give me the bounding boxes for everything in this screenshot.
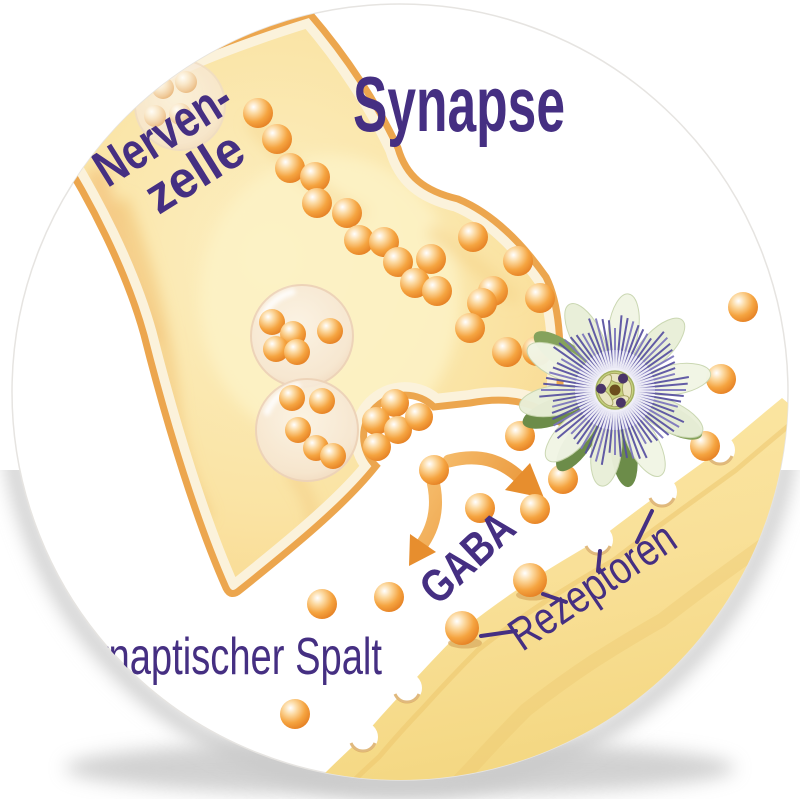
- release-arrow-right-head: [505, 463, 544, 498]
- disk-edge-shadow: [7, 470, 793, 796]
- neurotransmitter-spheres-cleft: [280, 292, 758, 729]
- passionflower-illustration: [518, 293, 712, 488]
- neurotransmitter-spheres-release-site: [362, 389, 433, 461]
- page-title: Synapse: [353, 60, 565, 148]
- receptor-pointer-lines: [479, 509, 654, 638]
- release-arrow-down-head: [409, 534, 436, 566]
- neurotransmitter-spheres-docked: [445, 563, 547, 645]
- synaptic-vesicles: [134, 59, 359, 482]
- release-arrow-right: [442, 451, 526, 484]
